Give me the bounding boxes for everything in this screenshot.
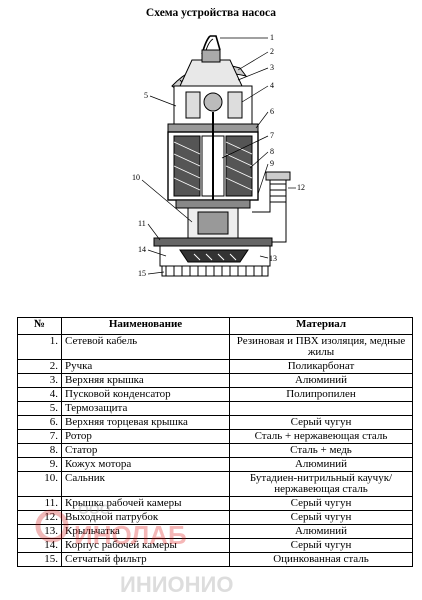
row-material <box>229 401 413 416</box>
row-num: 15. <box>17 552 62 567</box>
table-row: 14. Корпус рабочей камеры Серый чугун <box>17 538 413 553</box>
row-name: Термозащита <box>61 401 230 416</box>
callout-10: 10 <box>132 173 140 182</box>
table-row: 6. Верхняя торцевая крышка Серый чугун <box>17 415 413 430</box>
table-row: 3. Верхняя крышка Алюминий <box>17 373 413 388</box>
callout-7: 7 <box>270 131 274 140</box>
row-material: Серый чугун <box>229 538 413 553</box>
callout-13: 13 <box>269 254 277 263</box>
row-name: Пусковой конденсатор <box>61 387 230 402</box>
row-material: Алюминий <box>229 457 413 472</box>
row-num: 10. <box>17 471 62 497</box>
stator-drawing <box>173 135 201 197</box>
strainer-drawing <box>161 265 269 277</box>
row-name: Ручка <box>61 359 230 374</box>
row-num: 8. <box>17 443 62 458</box>
callout-8: 8 <box>270 147 274 156</box>
table-row: 8. Статор Сталь + медь <box>17 443 413 458</box>
header-material: Материал <box>229 317 413 335</box>
page-title: Схема устройства насоса <box>145 7 277 19</box>
row-num: 5. <box>17 401 62 416</box>
row-material: Сталь + медь <box>229 443 413 458</box>
row-name: Статор <box>61 443 230 458</box>
row-num: 12. <box>17 510 62 525</box>
callout-4: 4 <box>270 81 274 90</box>
row-material: Полипропилен <box>229 387 413 402</box>
row-material: Серый чугун <box>229 415 413 430</box>
row-name: Сетевой кабель <box>61 334 230 360</box>
row-num: 4. <box>17 387 62 402</box>
callout-11: 11 <box>138 219 146 228</box>
row-material: Алюминий <box>229 373 413 388</box>
callout-6: 6 <box>270 107 274 116</box>
row-num: 9. <box>17 457 62 472</box>
table-row: 2. Ручка Поликарбонат <box>17 359 413 374</box>
callout-9: 9 <box>270 159 274 168</box>
table-row: 13. Крыльчатка Алюминий <box>17 524 413 539</box>
table-row: 1. Сетевой кабель Резиновая и ПВХ изоляц… <box>17 334 413 360</box>
table-row: 10. Сальник Бутадиен-нитрильный каучук/н… <box>17 471 413 497</box>
impeller-drawing <box>179 249 249 263</box>
row-name: Верхняя крышка <box>61 373 230 388</box>
row-name: Крышка рабочей камеры <box>61 496 230 511</box>
row-material: Серый чугун <box>229 496 413 511</box>
callout-15: 15 <box>138 269 146 278</box>
row-num: 11. <box>17 496 62 511</box>
table-row: 4. Пусковой конденсатор Полипропилен <box>17 387 413 402</box>
row-name: Выходной патрубок <box>61 510 230 525</box>
watermark-brand-bottom: ИНИОНИО <box>120 572 233 596</box>
callout-3: 3 <box>270 63 274 72</box>
callout-1: 1 <box>270 33 274 42</box>
callout-12: 12 <box>297 183 305 192</box>
row-material: Алюминий <box>229 524 413 539</box>
table-row: 7. Ротор Сталь + нержавеющая сталь <box>17 429 413 444</box>
table-row: 9. Кожух мотора Алюминий <box>17 457 413 472</box>
table-row: 12. Выходной патрубок Серый чугун <box>17 510 413 525</box>
header-name: Наименование <box>61 317 230 335</box>
row-name: Ротор <box>61 429 230 444</box>
row-num: 14. <box>17 538 62 553</box>
row-num: 3. <box>17 373 62 388</box>
header-num: № <box>17 317 62 335</box>
row-material: Сталь + нержавеющая сталь <box>229 429 413 444</box>
row-num: 6. <box>17 415 62 430</box>
row-name: Крыльчатка <box>61 524 230 539</box>
callout-14: 14 <box>138 245 146 254</box>
chamber-cover-drawing <box>153 237 273 247</box>
row-name: Верхняя торцевая крышка <box>61 415 230 430</box>
row-material: Поликарбонат <box>229 359 413 374</box>
row-material: Оцинкованная сталь <box>229 552 413 567</box>
row-num: 7. <box>17 429 62 444</box>
row-material: Резиновая и ПВХ изоляция, медные жилы <box>229 334 413 360</box>
table-header-row: № Наименование Материал <box>17 317 413 335</box>
pump-diagram: 1 2 3 4 5 6 7 8 9 10 11 12 13 14 15 <box>132 33 305 278</box>
row-name: Сальник <box>61 471 230 497</box>
row-material: Серый чугун <box>229 510 413 525</box>
row-material: Бутадиен-нитрильный каучук/нержавеющая с… <box>229 471 413 497</box>
row-num: 13. <box>17 524 62 539</box>
callout-2: 2 <box>270 47 274 56</box>
row-name: Корпус рабочей камеры <box>61 538 230 553</box>
callout-5: 5 <box>144 91 148 100</box>
parts-table: № Наименование Материал 1. Сетевой кабел… <box>17 317 413 567</box>
table-row: 15. Сетчатый фильтр Оцинкованная сталь <box>17 552 413 567</box>
table-row: 5. Термозащита <box>17 401 413 416</box>
row-num: 2. <box>17 359 62 374</box>
row-num: 1. <box>17 334 62 360</box>
table-row: 11. Крышка рабочей камеры Серый чугун <box>17 496 413 511</box>
row-name: Кожух мотора <box>61 457 230 472</box>
top-cover-drawing <box>179 59 243 87</box>
row-name: Сетчатый фильтр <box>61 552 230 567</box>
